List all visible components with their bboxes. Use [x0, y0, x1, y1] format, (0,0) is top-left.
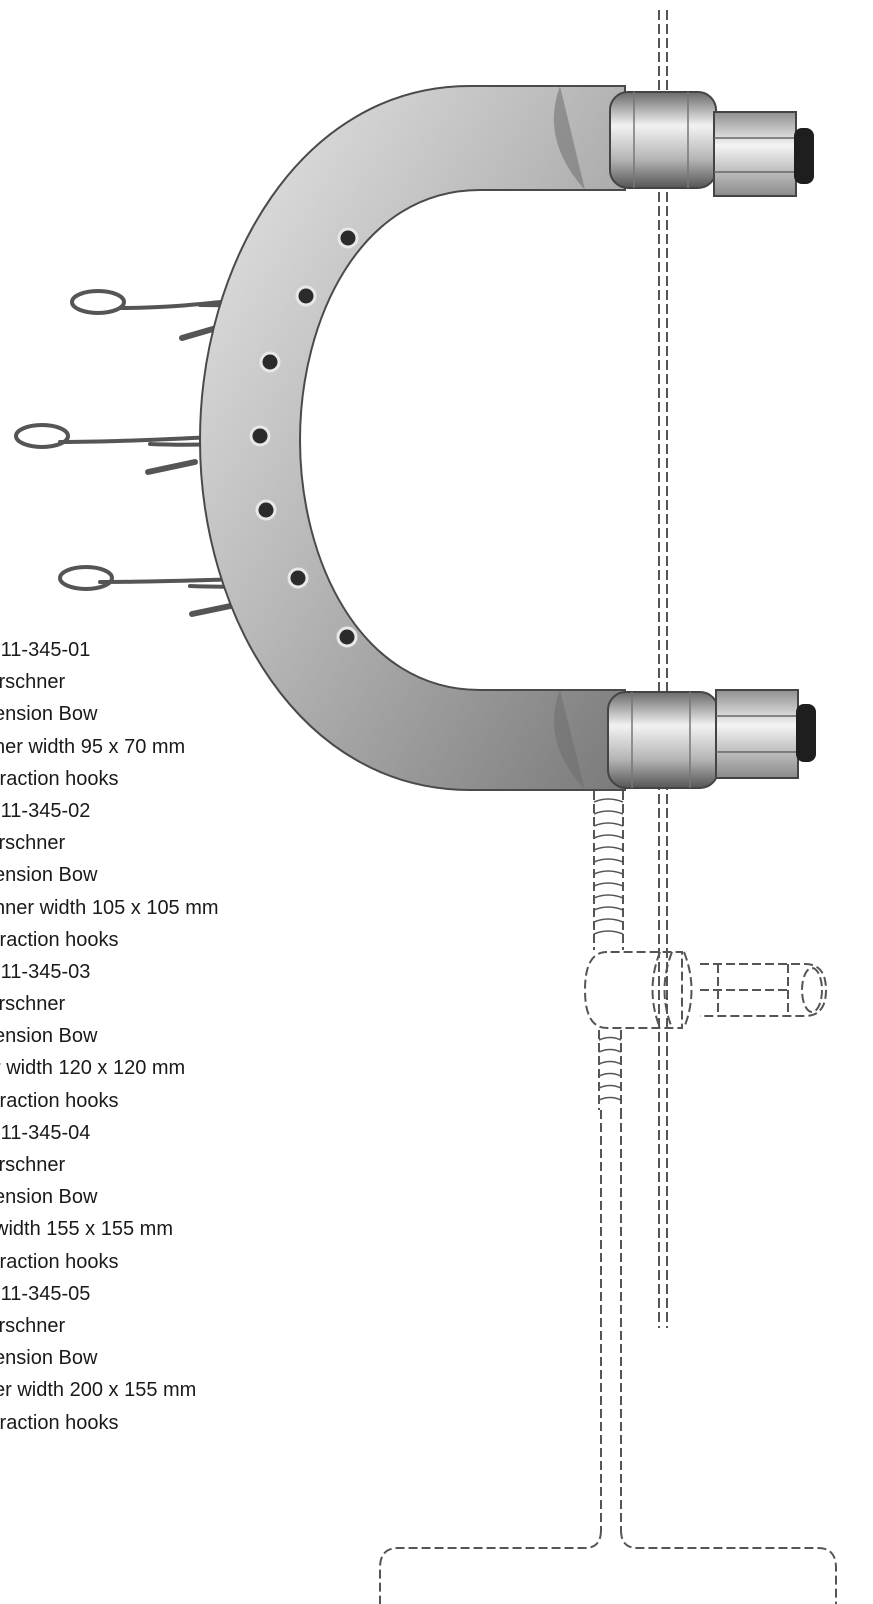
product-item: -11-345-02 irschner ension Bow nner widt…: [0, 795, 394, 956]
product-note: traction hooks: [0, 1089, 119, 1112]
product-note: traction hooks: [0, 1250, 119, 1273]
product-code: -11-345-04: [0, 1121, 91, 1144]
product-note: traction hooks: [0, 767, 119, 790]
product-dimensions: nner width 105 x 105 mm: [0, 896, 219, 919]
product-code: -11-345-02: [0, 799, 91, 822]
product-dimensions: width 155 x 155 mm: [0, 1218, 173, 1241]
product-item: -11-345-03 irschner ension Bow r width 1…: [0, 956, 394, 1117]
product-name-line1: irschner: [0, 1314, 66, 1337]
product-name-line2: ension Bow: [0, 864, 98, 887]
product-code: -11-345-01: [0, 639, 91, 661]
product-item: -11-345-04 irschner ension Bow width 155…: [0, 1117, 394, 1278]
product-list: -11-345-01 irschner ension Bow ner width…: [0, 634, 394, 1439]
product-name-line1: irschner: [0, 671, 66, 694]
product-item: -11-345-05 irschner ension Bow er width …: [0, 1278, 394, 1439]
upper-clamp-fitting: [609, 91, 814, 197]
product-item: -11-345-01 irschner ension Bow ner width…: [0, 634, 394, 795]
product-note: traction hooks: [0, 1411, 119, 1434]
product-name-line1: irschner: [0, 1154, 66, 1176]
lower-clamp-fitting: [607, 689, 816, 789]
dashed-screw-assembly: [379, 778, 837, 1604]
product-name-line2: ension Bow: [0, 1347, 98, 1370]
product-note: traction hooks: [0, 928, 119, 951]
tension-bow-body: [198, 85, 626, 791]
product-dimensions: ner width 95 x 70 mm: [0, 735, 186, 758]
product-code: -11-345-05: [0, 1282, 91, 1305]
product-dimensions: er width 200 x 155 mm: [0, 1379, 197, 1402]
product-name-line2: ension Bow: [0, 1025, 98, 1048]
product-name-line1: irschner: [0, 832, 66, 855]
product-dimensions: r width 120 x 120 mm: [0, 1057, 186, 1080]
product-name-line1: irschner: [0, 993, 66, 1016]
dashed-guide-rod: [658, 10, 668, 1328]
product-name-line2: ension Bow: [0, 703, 98, 726]
bow-holes: [249, 227, 359, 648]
product-name-line2: ension Bow: [0, 1186, 98, 1209]
product-code: -11-345-03: [0, 960, 91, 983]
